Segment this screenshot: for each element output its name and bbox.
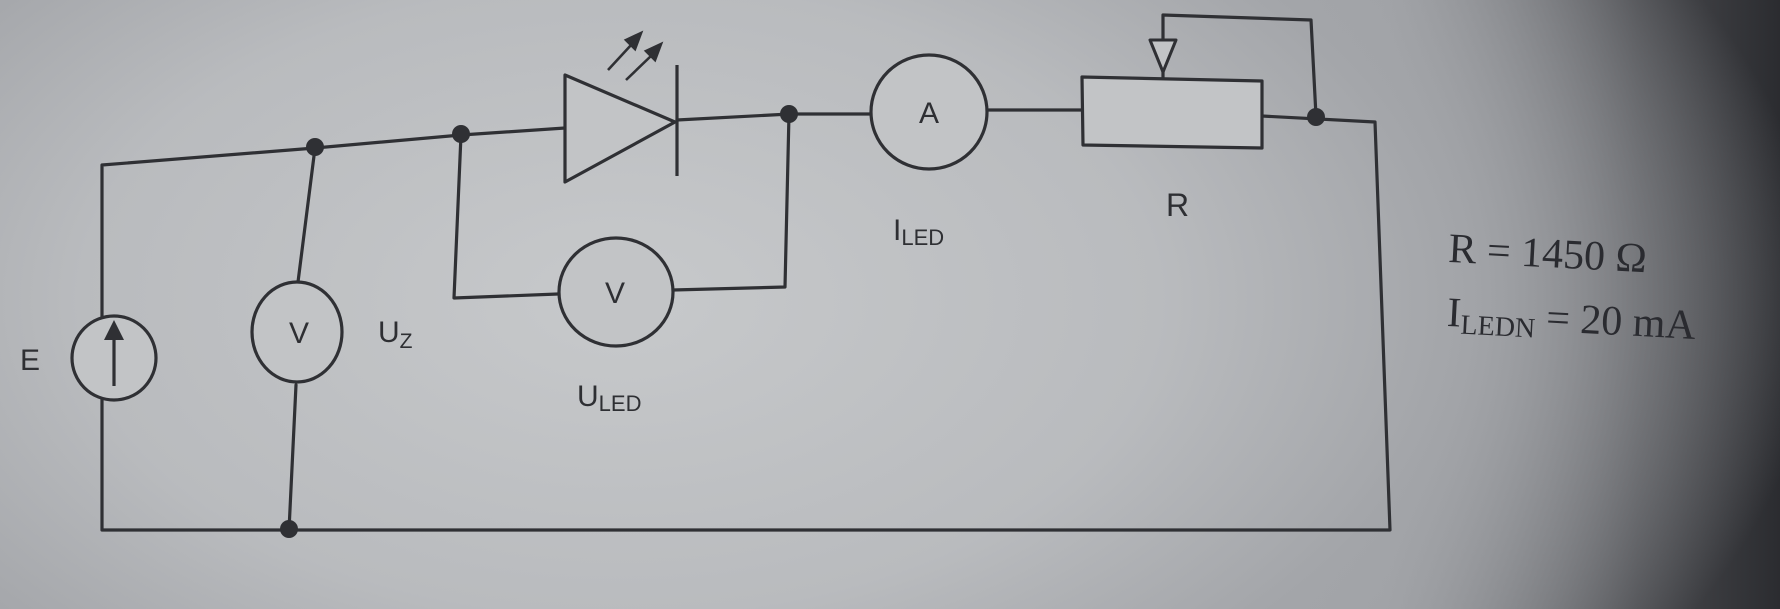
wire-voltmeter-uz — [296, 146, 317, 284]
voltmeter-uled — [557, 236, 675, 348]
uz-label: UZ — [378, 316, 413, 353]
wire-resistor-to-return — [100, 114, 1392, 532]
wire-voltmeter-uz-bottom — [287, 383, 298, 532]
resistor-label: R — [1166, 187, 1189, 223]
voltage-source — [70, 314, 158, 402]
junction-dot — [306, 138, 324, 156]
wire-led-out — [675, 112, 872, 122]
wire-top-left — [100, 126, 567, 324]
iled-label: ILED — [893, 214, 944, 250]
uled-label: ULED — [577, 380, 641, 416]
junction-dot — [780, 105, 798, 123]
resistance-value: R = 1450 Ω — [1447, 226, 1648, 282]
led-symbol — [563, 65, 679, 184]
led-light-arrows-icon — [607, 30, 664, 81]
source-label: E — [20, 344, 40, 377]
voltmeter-uled-symbol: V — [605, 277, 625, 310]
wire-uled-right — [671, 112, 791, 292]
voltmeter-uz — [250, 280, 344, 384]
junction-dot — [1307, 108, 1325, 126]
potentiometer-r — [1080, 38, 1264, 150]
nominal-current-value: ILEDN = 20 mA — [1446, 290, 1698, 353]
junction-dot — [280, 520, 298, 538]
ammeter — [869, 53, 989, 171]
wire-uled-left — [452, 133, 560, 300]
voltmeter-uz-symbol: V — [289, 317, 309, 350]
ammeter-symbol: A — [919, 97, 939, 130]
junction-dot — [452, 125, 470, 143]
